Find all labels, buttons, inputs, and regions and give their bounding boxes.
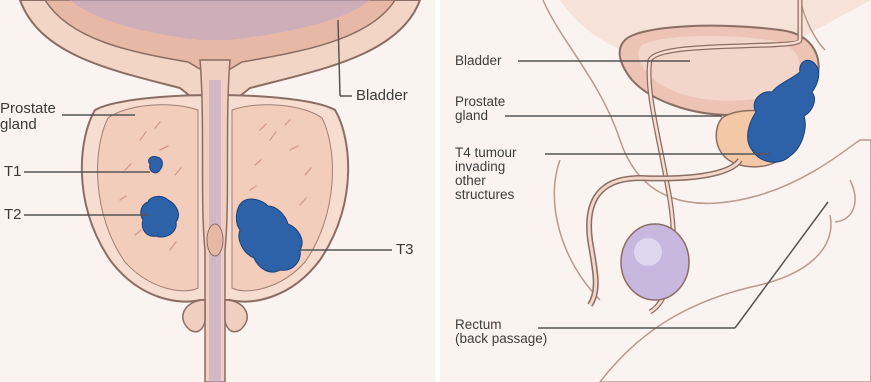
label-t4-line1: T4 tumour xyxy=(455,146,517,160)
label-prostate-gland-left: Prostate gland xyxy=(0,101,56,133)
label-rectum: Rectum (back passage) xyxy=(455,318,547,346)
label-rectum-line1: Rectum xyxy=(455,318,547,332)
label-t4-line4: structures xyxy=(455,188,517,202)
label-prostate-gland-right: Prostate gland xyxy=(455,95,505,123)
label-prostate-right-line1: Prostate xyxy=(455,95,505,109)
label-t4-line3: other xyxy=(455,174,517,188)
testis-highlight xyxy=(634,238,662,266)
label-prostate-line1: Prostate xyxy=(0,101,56,117)
label-bladder-left: Bladder xyxy=(356,88,408,104)
label-prostate-right-line2: gland xyxy=(455,109,505,123)
label-t4-tumour: T4 tumour invading other structures xyxy=(455,146,517,202)
label-t1: T1 xyxy=(4,164,22,180)
label-t3: T3 xyxy=(396,242,414,258)
label-t4-line2: invading xyxy=(455,160,517,174)
verumontanum xyxy=(207,224,223,256)
label-t2: T2 xyxy=(4,207,22,223)
label-rectum-line2: (back passage) xyxy=(455,332,547,346)
label-bladder-right: Bladder xyxy=(455,54,502,68)
label-prostate-line2: gland xyxy=(0,117,56,133)
